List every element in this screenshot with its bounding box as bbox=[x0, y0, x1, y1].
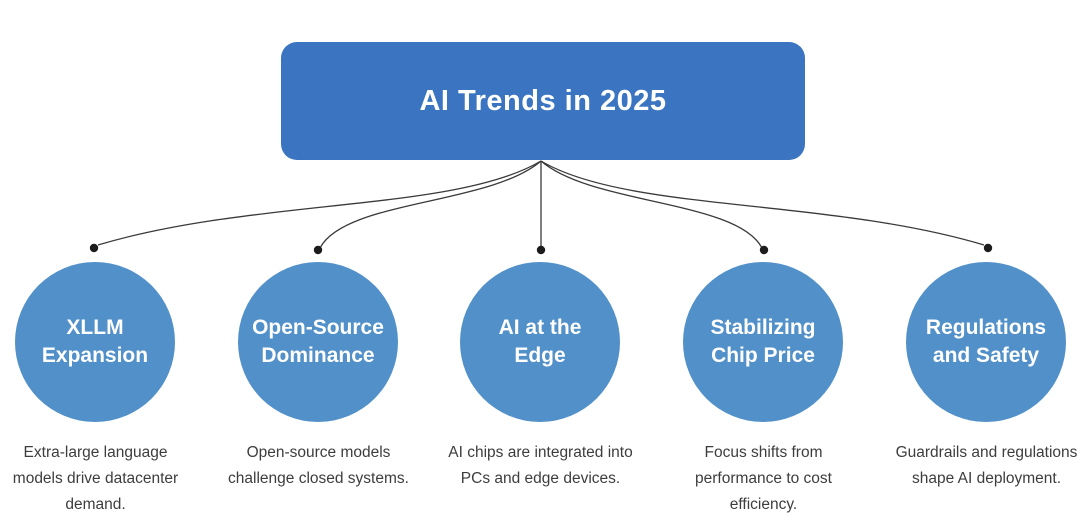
arrow-dot-xllm bbox=[89, 243, 99, 253]
arrow-dot-chip bbox=[759, 245, 769, 255]
node-stabilizing-chip-price: Stabilizing Chip Price bbox=[683, 262, 843, 422]
connector-open-source bbox=[319, 160, 542, 249]
node-label-line: Chip Price bbox=[711, 344, 815, 367]
node-description-regulations: Guardrails and regulations shape AI depl… bbox=[895, 444, 1078, 487]
connector-xllm bbox=[97, 160, 542, 246]
node-label-line: Dominance bbox=[261, 344, 375, 367]
diagram-title: AI Trends in 2025 bbox=[419, 84, 667, 117]
node-label-line: AI at the bbox=[498, 316, 582, 339]
node-label-line: Stabilizing bbox=[710, 316, 816, 339]
arrow-dot-edge bbox=[536, 245, 546, 255]
root-node: AI Trends in 2025 bbox=[281, 42, 805, 160]
node-label-line: Open-Source bbox=[252, 316, 384, 339]
arrow-dot-open-source bbox=[313, 245, 323, 255]
node-description-xllm: Extra-large language models drive datace… bbox=[12, 444, 179, 513]
node-label-line: XLLM bbox=[66, 316, 124, 339]
node-label-line: Expansion bbox=[41, 344, 149, 367]
node-description-chip: Focus shifts from performance to cost ef… bbox=[695, 444, 832, 513]
node-ai-at-the-edge: AI at the Edge bbox=[460, 262, 620, 422]
node-regulations-and-safety: Regulations and Safety bbox=[906, 262, 1066, 422]
arrow-dot-regulations bbox=[983, 243, 993, 253]
node-xllm-expansion: XLLM Expansion bbox=[15, 262, 175, 422]
node-label-line: Regulations bbox=[925, 316, 1047, 339]
connector-chip bbox=[540, 160, 763, 249]
node-label-line: Edge bbox=[514, 344, 566, 367]
node-label-line: and Safety bbox=[932, 344, 1040, 367]
connector-regulations bbox=[540, 160, 985, 246]
node-open-source-dominance: Open-Source Dominance bbox=[238, 262, 398, 422]
node-description-open-source: Open-source models challenge closed syst… bbox=[228, 444, 409, 487]
node-description-edge: AI chips are integrated into PCs and edg… bbox=[448, 444, 633, 487]
